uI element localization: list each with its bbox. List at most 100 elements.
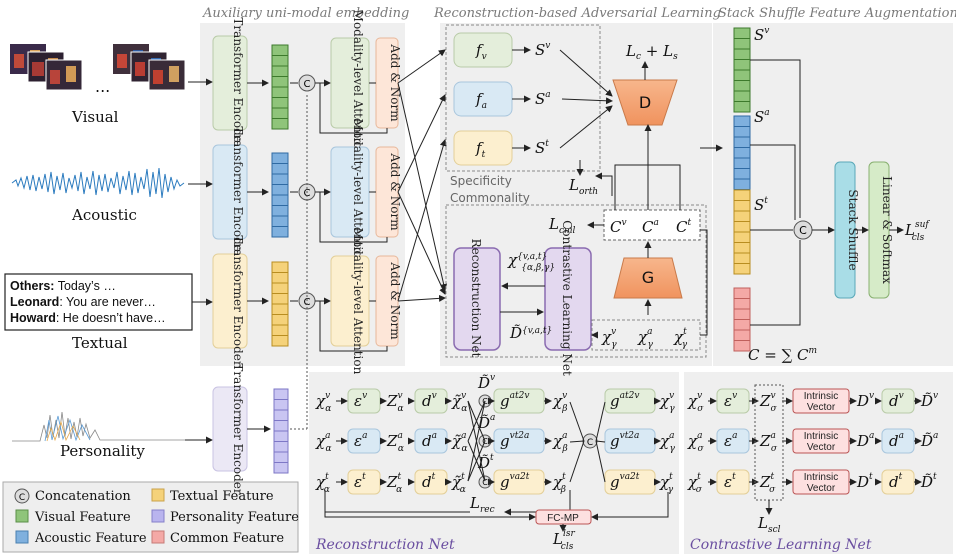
feature-column-personality <box>273 388 289 474</box>
feature-cell <box>273 462 289 474</box>
feature-cell <box>733 200 751 212</box>
math-symbol: dt <box>422 472 436 491</box>
math-symbol: Dt <box>856 472 873 491</box>
discriminator-D: D <box>612 79 678 126</box>
stack-shuffle-block: Stack Shuffle <box>834 161 860 299</box>
loss-scl: Lscl <box>757 514 781 535</box>
dialogue-line-1: Others: Today’s … <box>10 279 116 293</box>
acoustic-waveform <box>11 167 185 199</box>
math-symbol: gat2v <box>610 391 639 410</box>
math-symbol: gvt2a <box>500 431 529 450</box>
svg-text:D: D <box>639 93 651 112</box>
feature-cell <box>733 231 751 243</box>
feature-cell <box>733 178 751 190</box>
attention-acoustic: Modality-level Attention <box>330 119 370 266</box>
addnorm-acoustic: Add & Norm <box>375 146 402 238</box>
encoder-textual: Transformer Encoder <box>212 235 248 367</box>
feature-column-visual <box>271 44 289 130</box>
fanout-arrows <box>397 49 448 302</box>
svg-text:fa: fa <box>475 90 487 111</box>
loss-rec: Lrec <box>469 494 495 515</box>
svg-text:C: C <box>799 224 807 237</box>
concat-visual: C <box>298 74 316 92</box>
math-symbol: Dv <box>856 391 874 410</box>
svg-text:Add & Norm: Add & Norm <box>388 152 402 231</box>
feature-cell <box>273 409 289 421</box>
feature-cell <box>733 38 751 50</box>
block-fa: fa <box>453 81 513 117</box>
svg-text:Visual Feature: Visual Feature <box>34 510 131 525</box>
contrastive-net-block: Contrastive Learning Net <box>544 220 592 376</box>
feature-cell <box>733 80 751 92</box>
section-title-reconstruction: Reconstruction Net <box>315 537 455 553</box>
feature-cell <box>271 215 289 227</box>
stack-label-common-sum: C = ∑ Cm <box>748 346 817 364</box>
svg-text:Linear & Softmax: Linear & Softmax <box>880 176 894 284</box>
math-symbol: εt <box>354 472 366 491</box>
feature-cell <box>271 44 289 56</box>
svg-text:Modality-level Attention: Modality-level Attention <box>351 228 365 375</box>
feature-cell <box>733 287 751 299</box>
svg-text:C: C <box>587 438 593 448</box>
feature-cell <box>733 242 751 254</box>
feature-cell <box>733 136 751 148</box>
legend-item-acoustic: Acoustic Feature <box>15 530 147 546</box>
math-symbol: εv <box>354 391 367 410</box>
stack-column-common <box>733 287 751 352</box>
math-symbol: εv <box>724 391 737 410</box>
feature-cell <box>271 173 289 185</box>
svg-text:Textual Feature: Textual Feature <box>170 489 274 504</box>
feature-cell <box>271 226 289 238</box>
svg-text:Modality-level Attention: Modality-level Attention <box>351 10 365 157</box>
feature-cell <box>273 420 289 432</box>
math-symbol: εt <box>724 472 736 491</box>
legend-box <box>2 481 299 553</box>
loss-orth: Lorth <box>568 176 598 197</box>
block-fv: fv <box>453 32 513 68</box>
feature-cell <box>271 194 289 206</box>
svg-text:Transformer Encoder: Transformer Encoder <box>231 126 245 257</box>
math-symbol: D̃a <box>920 431 938 450</box>
feature-cell <box>271 324 289 336</box>
label-visual: Visual <box>71 108 119 126</box>
math-symbol: da <box>422 431 437 450</box>
feature-column-textual <box>271 261 289 347</box>
feature-cell <box>271 118 289 130</box>
feature-cell <box>271 163 289 175</box>
encoder-acoustic: Transformer Encoder <box>212 126 248 258</box>
feature-cell <box>733 298 751 310</box>
concat-recon-middle: C <box>582 433 598 449</box>
feature-cell <box>733 263 751 275</box>
feature-cell <box>733 27 751 39</box>
addnorm-visual: Add & Norm <box>375 37 402 129</box>
reconstruction-net-block: Reconstruction Net <box>453 239 501 358</box>
feature-cell <box>271 86 289 98</box>
svg-text:Stack Shuffle: Stack Shuffle <box>846 189 860 270</box>
svg-text:Add & Norm: Add & Norm <box>388 261 402 340</box>
concat-recon: C <box>478 475 492 489</box>
svg-text:C: C <box>19 493 25 503</box>
svg-text:Reconstruction Net: Reconstruction Net <box>469 239 483 358</box>
svg-text:Contrastive Learning Net: Contrastive Learning Net <box>560 220 574 376</box>
math-symbol: dt <box>889 472 903 491</box>
loss-cml: Lcml <box>548 215 576 236</box>
feature-cell <box>271 293 289 305</box>
dialogue-line-2: Leonard: You are never… <box>10 295 156 309</box>
feature-cell <box>273 441 289 453</box>
label-textual: Textual <box>72 334 128 352</box>
